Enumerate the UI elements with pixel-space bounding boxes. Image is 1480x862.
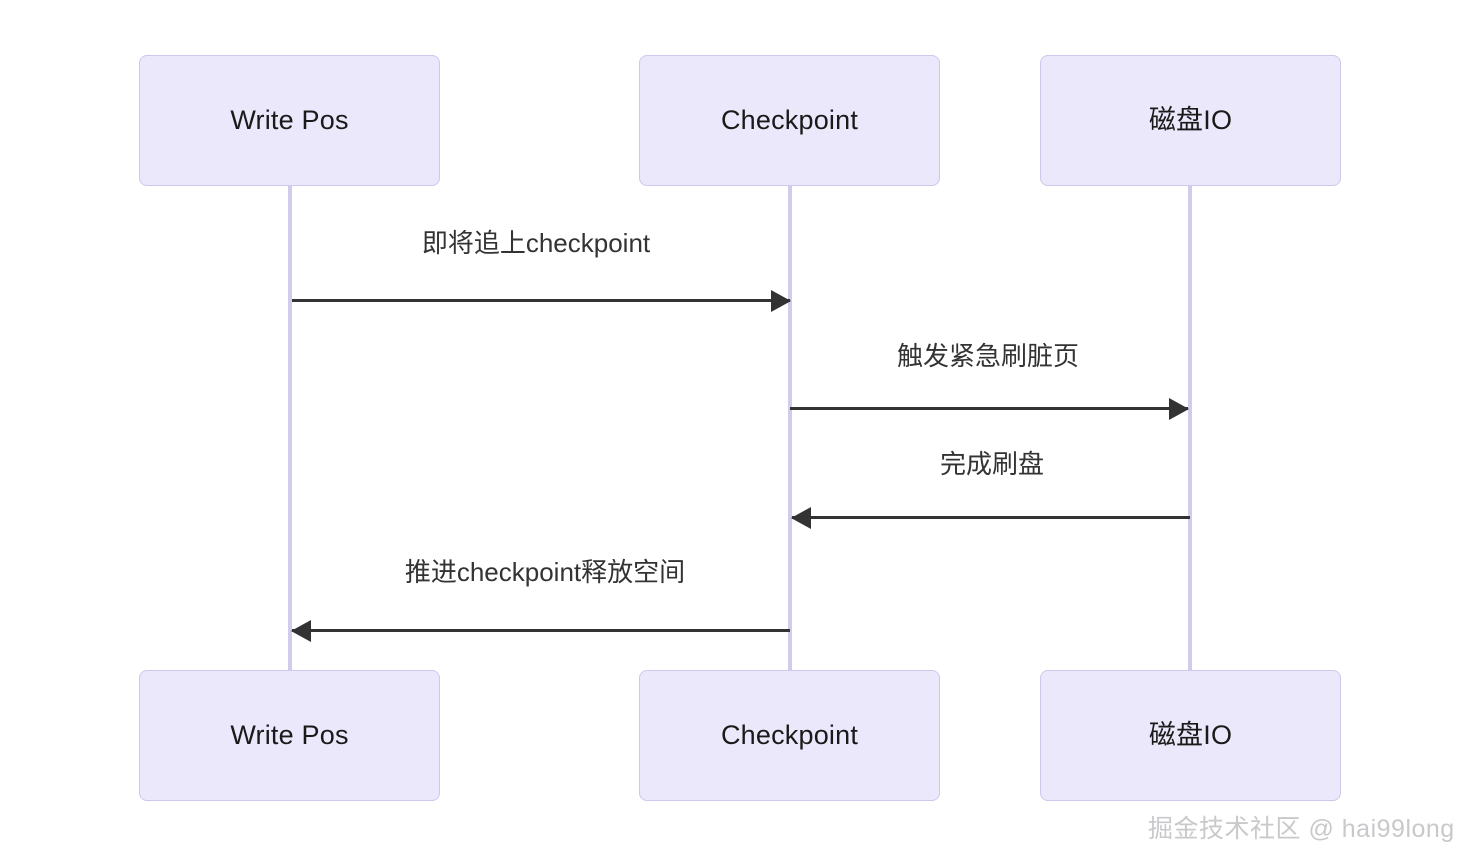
message-label-3: 完成刷盘 [939,449,1045,479]
arrow-head-right-icon [1169,397,1189,420]
watermark-text: 掘金技术社区 @ hai99long [1148,815,1455,843]
message-arrow-1 [292,289,791,312]
participant-label-checkpoint-bottom: Checkpoint [720,720,859,750]
arrow-head-left-icon [291,619,311,642]
participant-label-write-pos-bottom: Write Pos [230,720,349,750]
message-label-4: 推进checkpoint释放空间 [404,557,686,587]
message-label-1: 即将追上checkpoint [421,228,651,258]
arrow-head-right-icon [771,289,791,312]
message-arrow-4 [291,619,790,642]
participant-box-write-pos-top[interactable]: Write Pos [139,55,440,186]
participant-label-write-pos-top: Write Pos [230,105,349,135]
participant-label-disk-io-bottom: 磁盘IO [1148,720,1233,750]
arrow-head-left-icon [791,506,811,529]
message-label-2: 触发紧急刷脏页 [896,341,1080,371]
participant-box-write-pos-bottom[interactable]: Write Pos [139,670,440,801]
participant-box-disk-io-top[interactable]: 磁盘IO [1040,55,1341,186]
lifeline-disk-io [1188,186,1192,670]
lifeline-checkpoint [788,186,792,670]
message-arrow-3 [791,506,1190,529]
lifeline-write-pos [288,186,292,670]
message-arrow-2 [790,397,1189,420]
participant-label-checkpoint-top: Checkpoint [720,105,859,135]
participant-box-checkpoint-bottom[interactable]: Checkpoint [639,670,940,801]
participant-box-checkpoint-top[interactable]: Checkpoint [639,55,940,186]
participant-box-disk-io-bottom[interactable]: 磁盘IO [1040,670,1341,801]
participant-label-disk-io-top: 磁盘IO [1148,105,1233,135]
